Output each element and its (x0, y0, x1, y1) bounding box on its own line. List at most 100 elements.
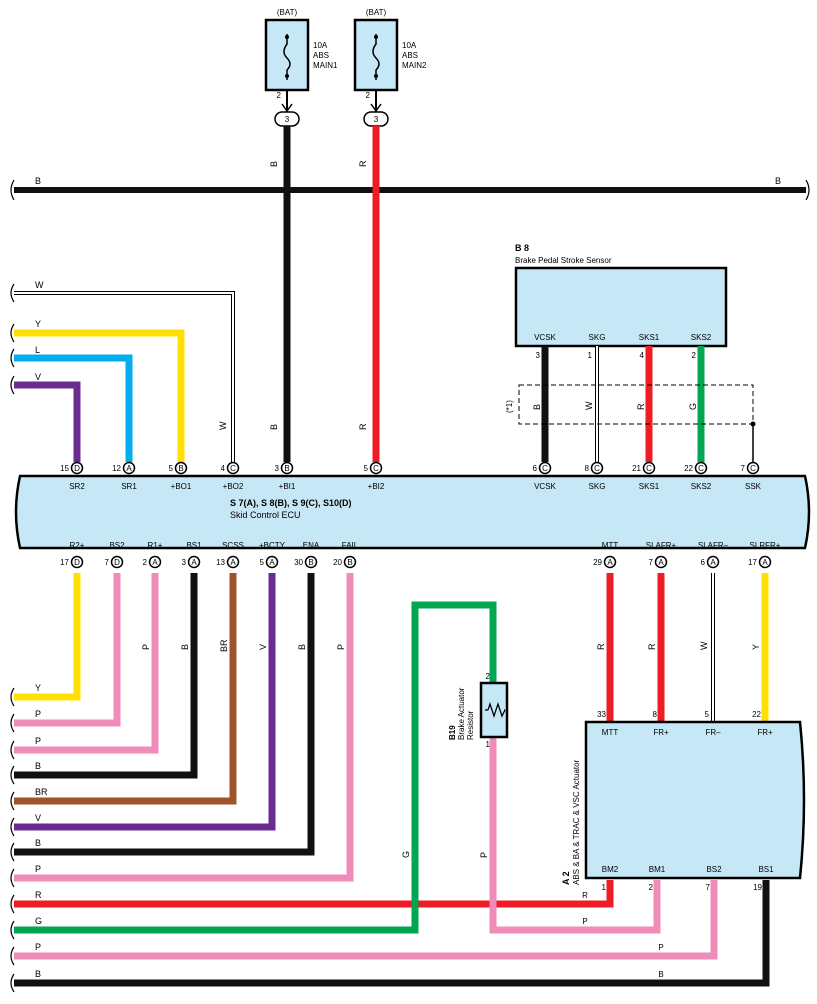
pin-number: 4 (221, 464, 226, 473)
fuse2-name: MAIN2 (402, 61, 427, 70)
pin-name: ENA (303, 541, 320, 550)
pin-number: 17 (60, 558, 69, 567)
actuator-bottom-pin: 7 (706, 883, 711, 892)
actuator-bottom-pin: 1 (602, 883, 607, 892)
wire-ena (14, 573, 315, 856)
actuator-bottom-pin: 2 (649, 883, 654, 892)
fuse1-connector: 3 (274, 111, 300, 127)
actuator-top-pin: 5 (705, 710, 710, 719)
fuse2-line2: ABS (402, 51, 418, 60)
pin-number: 8 (585, 464, 590, 473)
fuse2-pin: 2 (366, 91, 371, 100)
actuator-top-pin: 8 (653, 710, 658, 719)
left-wire-label-v: V (35, 372, 41, 382)
pin-connector-letter: A (152, 558, 158, 567)
pin-connector-letter: C (594, 464, 600, 473)
left-bottom-label-4: B (35, 761, 41, 771)
pin-connector-letter: C (373, 464, 379, 473)
sensor-term-sks2: SKS2 (691, 333, 712, 342)
fuse-abs-main2: (BAT) 10A ABS MAIN2 2 (353, 8, 427, 100)
fuse1-line2: ABS (313, 51, 329, 60)
left-wire-label-w: W (35, 280, 44, 290)
pin-name: +BI2 (368, 482, 385, 491)
resistor-name-line2: Resistor (466, 710, 475, 740)
ecu-pin-top-+bi2: C5 +BI2 (364, 461, 385, 491)
pin-number: 30 (294, 558, 303, 567)
left-bottom-label-9: R (35, 890, 42, 900)
pin-name: SSK (745, 482, 762, 491)
actuator-top-terminal: FR+ (757, 728, 773, 737)
wire-scss (14, 573, 237, 805)
pin-number: 13 (216, 558, 225, 567)
pin-number: 20 (333, 558, 342, 567)
pin-connector-letter: A (710, 558, 716, 567)
pin-number: 22 (684, 464, 693, 473)
pin-name: SR2 (69, 482, 85, 491)
fuse1-conn-num: 3 (285, 115, 290, 124)
fuse1-bat-label: (BAT) (277, 8, 298, 17)
actuator-box (584, 720, 806, 880)
ecu-pin-top-+bo1: B5+BO1 (169, 461, 192, 491)
fuse-abs-main1: (BAT) 10A ABS MAIN1 2 (264, 8, 338, 100)
ecu-box (14, 474, 811, 550)
wire-p-resistor (489, 737, 661, 934)
resistor-pin-bottom: 1 (486, 740, 491, 749)
pin-number: 3 (182, 558, 187, 567)
sensor-box (514, 266, 728, 348)
pin-name: SLAFR– (698, 541, 729, 550)
bus-right-label: B (775, 176, 781, 186)
label-slrfr: Y (751, 644, 761, 650)
wire-g (14, 601, 497, 934)
sensor-pin-1: 3 (536, 351, 541, 360)
sensor-pin-4: 2 (692, 351, 697, 360)
pin-connector-letter: A (230, 558, 236, 567)
actuator-top-terminal: FR– (705, 728, 721, 737)
act-wire-label-2: P (582, 917, 587, 926)
pin-name: MTT (602, 541, 619, 550)
wire-sr2 (14, 381, 81, 462)
left-bottom-label-10: G (35, 916, 42, 926)
pin-connector-letter: B (308, 558, 313, 567)
left-bottom-label-6: V (35, 813, 41, 823)
label-bi2-upper: R (358, 160, 368, 167)
pin-number: 5 (260, 558, 265, 567)
label-scss: BR (219, 639, 229, 652)
pin-connector-letter: B (284, 464, 289, 473)
pin-connector-letter: C (750, 464, 756, 473)
label-r1: P (141, 644, 151, 650)
pin-name: VCSK (534, 482, 556, 491)
pin-name: SKS1 (639, 482, 660, 491)
sensor-name: Brake Pedal Stroke Sensor (515, 256, 612, 265)
actuator-bottom-terminal: BS1 (758, 865, 774, 874)
label-p-line: P (479, 852, 489, 858)
label-bs1: B (180, 644, 190, 650)
shield-note: (*1) (505, 400, 514, 413)
fuse2-conn-num: 3 (374, 115, 379, 124)
fuse1-pin: 2 (277, 91, 282, 100)
pin-connector-letter: A (191, 558, 197, 567)
pin-number: 15 (60, 464, 69, 473)
pin-connector-letter: D (74, 558, 80, 567)
actuator-top-terminal: MTT (602, 728, 619, 737)
pin-number: 12 (112, 464, 121, 473)
pin-connector-letter: A (607, 558, 613, 567)
ecu-pin-bottom-10: A6 SLAFR– (698, 541, 729, 569)
ecu-name: Skid Control ECU (230, 510, 301, 520)
left-bottom-label-1: Y (35, 683, 41, 693)
pin-name: SCSS (222, 541, 244, 550)
wire-fail (14, 573, 354, 882)
pin-number: 6 (701, 558, 706, 567)
sensor-pin-2: 1 (588, 351, 593, 360)
label-ena: B (297, 644, 307, 650)
pin-number: 5 (364, 464, 369, 473)
wire-bo1 (14, 329, 185, 462)
